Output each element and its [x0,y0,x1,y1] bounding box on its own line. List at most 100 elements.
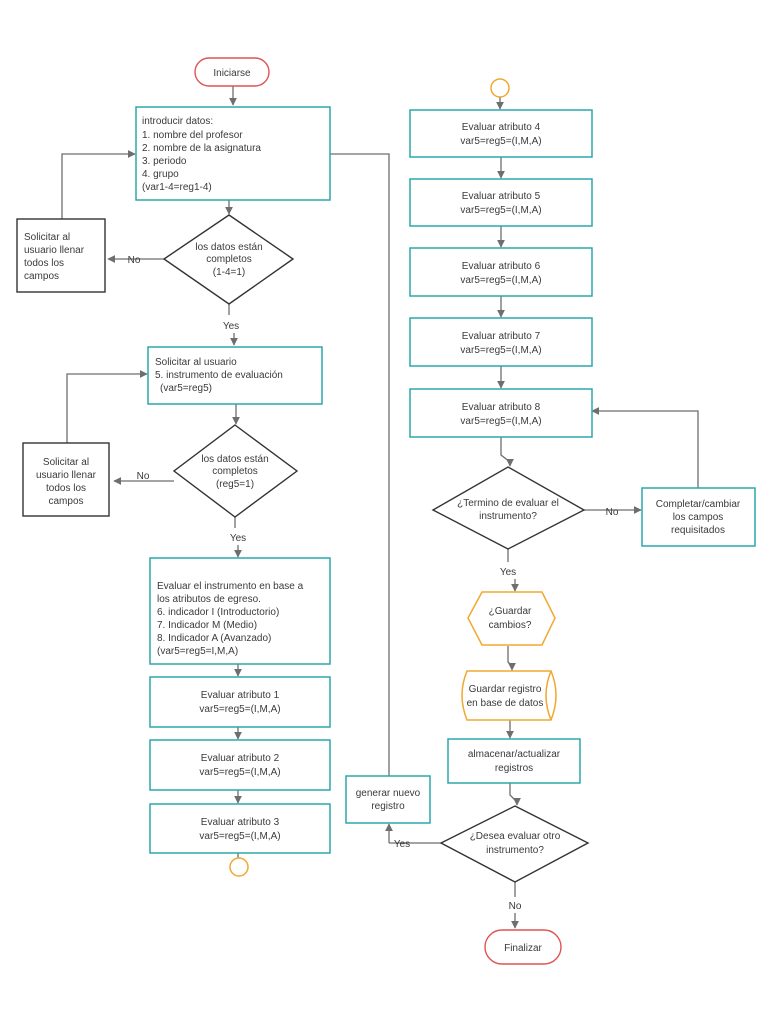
evaluate-line: los atributos de egreso. [157,594,261,605]
attribute-3-process: Evaluar atributo 3 var5=reg5=(I,M,A) [149,803,331,854]
generate-new-record-process: generar nuevo registro [345,775,431,824]
start-terminal-shape [194,57,270,87]
start-terminal: Iniciarse [194,57,270,87]
arrow-save-question-to-db [507,646,516,671]
decision4-line: ¿Desea evaluar otro [470,831,561,842]
request-line: 5. instrumento de evaluación [155,370,283,381]
save-db-shape [461,670,557,721]
attr6-line: Evaluar atributo 6 [462,261,541,272]
evaluate-line: (var5=reg5=I,M,A) [157,646,238,657]
prompt2-line: campos [48,496,83,507]
input-data-line: (var1-4=reg1-4) [142,182,212,193]
save-database-storage: Guardar registro en base de datos [461,670,557,721]
arrow-store-to-decision4 [509,783,521,806]
decision2-line: (reg5=1) [216,479,254,490]
decision3-yes-label: Yes [500,567,516,578]
input-data-line: 2. nombre de la asignatura [142,143,261,154]
complete-line: requisitados [671,525,725,536]
prompt2-box [22,442,110,517]
prompt2-line: usuario llenar [36,470,97,481]
decision3-no-label: No [606,507,619,518]
attribute-2-process: Evaluar atributo 2 var5=reg5=(I,M,A) [149,739,331,791]
arrow-complete-back-to-attr8 [591,407,699,488]
input-data-line: 4. grupo [142,169,179,180]
new-record-line: generar nuevo [356,788,421,799]
attr2-line: var5=reg5=(I,M,A) [199,767,280,778]
decision4-line: instrumento? [486,845,544,856]
evaluate-box [149,557,331,665]
decision1-no-label: No [128,255,141,266]
request-line: (var5=reg5) [160,383,212,394]
decision-finished-evaluating: ¿Termino de evaluar el instrumento? No Y… [431,466,619,578]
input-data-line: introducir datos: [142,116,213,127]
attribute-7-process: Evaluar atributo 7 var5=reg5=(I,M,A) [409,317,593,367]
decision1-line: (1-4=1) [213,267,246,278]
attribute-6-process: Evaluar atributo 6 var5=reg5=(I,M,A) [409,247,593,297]
prompt2-line: todos los [46,483,86,494]
store-line: almacenar/actualizar [468,749,561,760]
end-terminal: Finalizar [484,929,562,965]
evaluate-instrument-process: Evaluar el instrumento en base a los atr… [149,557,331,665]
evaluate-line: 6. indicador I (Introductorio) [157,607,279,618]
attr1-line: Evaluar atributo 1 [201,690,280,701]
store-line: registros [495,763,533,774]
attribute-5-process: Evaluar atributo 5 var5=reg5=(I,M,A) [409,178,593,227]
start-label: Iniciarse [213,68,251,79]
attr3-box [149,803,331,854]
prompt1-line: usuario llenar [24,245,85,256]
prompt1-box [16,218,106,293]
attr3-line: var5=reg5=(I,M,A) [199,831,280,842]
attr7-line: var5=reg5=(I,M,A) [460,345,541,356]
attr8-line: var5=reg5=(I,M,A) [460,416,541,427]
complete-line: los campos [673,512,724,523]
end-terminal-shape [484,929,562,965]
decision2-no-label: No [137,471,150,482]
save-question-hexagon [467,591,556,646]
request-line: Solicitar al usuario [155,357,237,368]
complete-fields-process: Completar/cambiar los campos requisitado… [641,487,756,547]
attr2-box [149,739,331,791]
attr6-line: var5=reg5=(I,M,A) [460,275,541,286]
evaluate-line: 8. Indicador A (Avanzado) [157,633,271,644]
input-data-process: introducir datos: 1. nombre del profesor… [135,106,331,201]
decision1-line: completos [206,254,252,265]
end-label: Finalizar [504,943,542,954]
save-db-line: en base de datos [467,698,544,709]
decision-data-complete-2: los datos están completos (reg5=1) No Ye… [137,424,299,544]
attr8-box [409,388,593,438]
prompt-fill-fields-1: Solicitar al usuario llenar todos los ca… [16,218,106,293]
off-page-connector-bottom [229,857,249,877]
prompt2-line: Solicitar al [43,457,89,468]
attr1-line: var5=reg5=(I,M,A) [199,704,280,715]
attr5-line: var5=reg5=(I,M,A) [460,205,541,216]
input-data-line: 1. nombre del profesor [142,130,243,141]
decision1-diamond [162,214,295,305]
store-records-process: almacenar/actualizar registros [447,738,581,784]
prompt1-line: Solicitar al [24,232,70,243]
save-changes-question: ¿Guardar cambios? [467,591,556,646]
new-record-line: registro [371,801,405,812]
decision4-yes-label: Yes [394,839,410,850]
attribute-1-process: Evaluar atributo 1 var5=reg5=(I,M,A) [149,676,331,728]
attr1-box [149,676,331,728]
new-record-box [345,775,431,824]
arrow-prompt2-back-to-request [66,370,148,443]
connector-lines [61,86,699,929]
complete-box [641,487,756,547]
attr3-line: Evaluar atributo 3 [201,817,280,828]
decision2-diamond [172,424,299,518]
save-question-line: cambios? [489,620,532,631]
evaluate-line: Evaluar el instrumento en base a [157,581,304,592]
decision4-diamond [439,805,590,883]
line-new-record-to-input [330,153,390,776]
attr7-box [409,317,593,367]
attr8-line: Evaluar atributo 8 [462,402,541,413]
decision2-line: los datos están [201,454,268,465]
attr4-line: Evaluar atributo 4 [462,122,541,133]
attr2-line: Evaluar atributo 2 [201,753,280,764]
prompt-fill-fields-2: Solicitar al usuario llenar todos los ca… [22,442,110,517]
attr4-box [409,109,593,158]
save-db-line: Guardar registro [469,684,542,695]
save-question-line: ¿Guardar [489,606,532,617]
attr4-line: var5=reg5=(I,M,A) [460,136,541,147]
